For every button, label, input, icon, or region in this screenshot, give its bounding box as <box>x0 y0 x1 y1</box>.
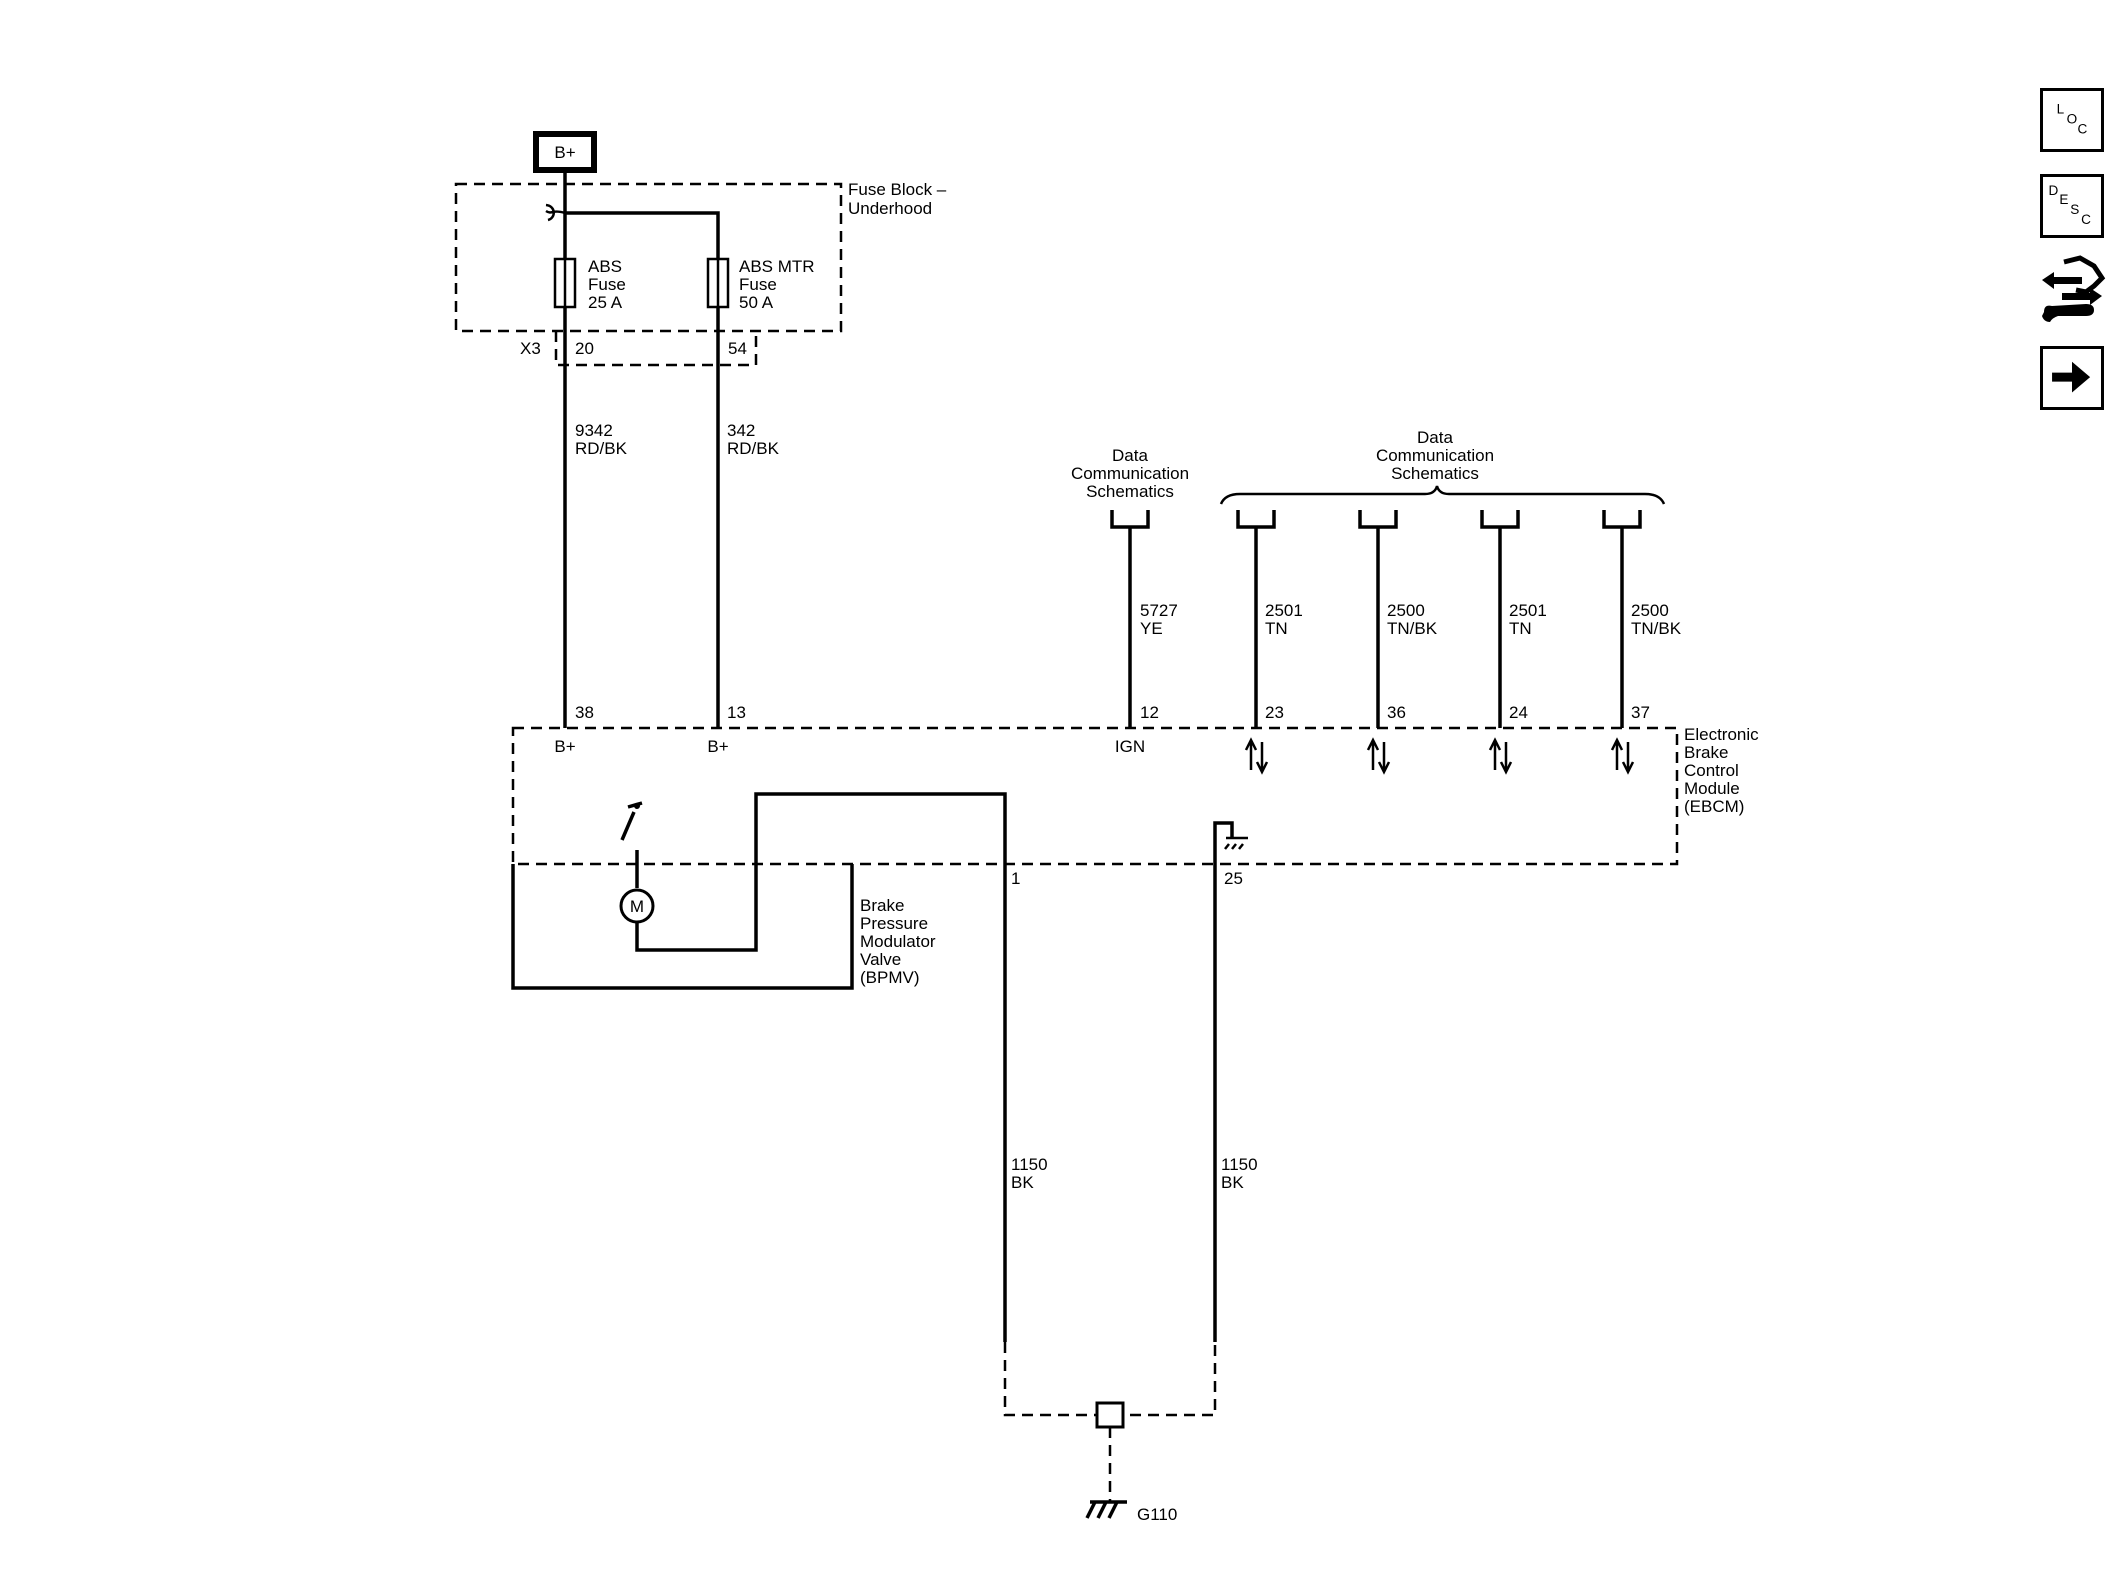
bpmv-line-2: Pressure <box>860 914 928 933</box>
loc-letter-l: L <box>2057 102 2065 117</box>
wire-4-circuit: 2501 <box>1265 601 1303 620</box>
pin-38-function: B+ <box>554 737 575 756</box>
fuse-2-pin: 54 <box>728 339 747 358</box>
bpmv-line-1: Brake <box>860 896 904 915</box>
motor-label: M <box>630 897 644 916</box>
ground-pin-25: 25 <box>1224 869 1243 888</box>
data-comm-ref-1-line-2: Communication <box>1071 464 1189 483</box>
pin-23: 23 <box>1265 703 1284 722</box>
wire-1-color: RD/BK <box>575 439 628 458</box>
wire-1-circuit: 9342 <box>575 421 613 440</box>
description-view-button[interactable]: D E S C <box>2040 174 2104 238</box>
ground-wire-2-circuit: 1150 <box>1221 1155 1258 1174</box>
fuse-1-line-2: Fuse <box>588 275 626 294</box>
desc-letter-s: S <box>2070 202 2079 217</box>
battery-b-plus-box: B+ <box>533 131 597 173</box>
location-view-button[interactable]: L O C <box>2040 88 2104 152</box>
data-comm-brace <box>1219 485 1666 505</box>
data-comm-ref-1-line-1: Data <box>1112 446 1148 465</box>
desc-letter-c: C <box>2081 212 2091 227</box>
chassis-ground-icon <box>1085 1500 1127 1519</box>
wire-2-circuit: 342 <box>727 421 755 440</box>
wire-3-circuit: 5727 <box>1140 601 1178 620</box>
ground-wire-1-circuit: 1150 <box>1011 1155 1048 1174</box>
ground-wire-2-color: BK <box>1221 1173 1244 1192</box>
ebcm-line-5: (EBCM) <box>1684 797 1744 816</box>
wire-5-color: TN/BK <box>1387 619 1438 638</box>
arrow-right-icon <box>2052 361 2091 393</box>
fuse-block-title-1: Fuse Block – <box>848 180 947 199</box>
pin-24: 24 <box>1509 703 1528 722</box>
internal-ground-icon <box>1224 836 1248 850</box>
ground-point-label: G110 <box>1137 1505 1177 1524</box>
bpmv-line-3: Modulator <box>860 932 936 951</box>
fuse-1-line-3: 25 A <box>588 293 623 312</box>
fuse-2-line-1: ABS MTR <box>739 257 815 276</box>
fuse-block-outline <box>454 182 843 333</box>
wire-pin-1 <box>635 792 1007 1342</box>
wire-3-color: YE <box>1140 619 1163 638</box>
ebcm-line-4: Module <box>1684 779 1740 798</box>
ebcm-module-outline <box>511 726 1679 866</box>
bpmv-outline <box>511 864 854 990</box>
ground-pin-1: 1 <box>1011 869 1020 888</box>
ebcm-line-1: Electronic <box>1684 725 1759 744</box>
pin-38: 38 <box>575 703 594 722</box>
wire-5-circuit: 2500 <box>1387 601 1425 620</box>
wire-7-circuit: 2500 <box>1631 601 1669 620</box>
wire-2-color: RD/BK <box>727 439 780 458</box>
pin-37: 37 <box>1631 703 1650 722</box>
desc-letter-d: D <box>2048 183 2058 198</box>
wire-6-color: TN <box>1509 619 1532 638</box>
next-page-button[interactable] <box>2040 346 2104 410</box>
wire-7-color: TN/BK <box>1631 619 1682 638</box>
fuse-1-line-1: ABS <box>588 257 622 276</box>
ground-splice-box <box>1095 1401 1125 1429</box>
wire-6-circuit: 2501 <box>1509 601 1547 620</box>
desc-letter-e: E <box>2059 192 2068 207</box>
ground-splice-outline <box>1003 1342 1217 1417</box>
connector-x3-label: X3 <box>520 339 541 358</box>
pin-13-function: B+ <box>707 737 728 756</box>
motor-relay-switch <box>620 801 643 888</box>
bpmv-line-5: (BPMV) <box>860 968 920 987</box>
ground-wire-1-color: BK <box>1011 1173 1034 1192</box>
ebcm-line-3: Control <box>1684 761 1739 780</box>
data-comm-ref-2-line-2: Communication <box>1376 446 1494 465</box>
pin-36: 36 <box>1387 703 1406 722</box>
fuse-2-line-3: 50 A <box>739 293 774 312</box>
wire-pin-25 <box>1213 821 1234 1342</box>
diagnostic-procedure-button[interactable] <box>2036 252 2108 332</box>
loc-icon: L O C <box>2057 102 2088 137</box>
ebcm-line-2: Brake <box>1684 743 1728 762</box>
data-comm-ref-1-line-3: Schematics <box>1086 482 1174 501</box>
pin-12: 12 <box>1140 703 1159 722</box>
fuse-block-title-2: Underhood <box>848 199 932 218</box>
data-comm-ref-2-line-3: Schematics <box>1391 464 1479 483</box>
connector-cups <box>1110 510 1642 529</box>
loc-letter-o: O <box>2067 112 2078 127</box>
pin-13: 13 <box>727 703 746 722</box>
battery-label: B+ <box>554 143 575 162</box>
desc-icon: D E S C <box>2048 183 2091 227</box>
pin-12-function: IGN <box>1115 737 1145 756</box>
wire-4-color: TN <box>1265 619 1288 638</box>
bpmv-line-4: Valve <box>860 950 901 969</box>
data-comm-ref-2-line-1: Data <box>1417 428 1453 447</box>
motor-icon: M <box>619 888 655 924</box>
fuse-2-line-2: Fuse <box>739 275 777 294</box>
bidirectional-arrows <box>1244 737 1635 775</box>
fuse-1-pin: 20 <box>575 339 594 358</box>
loc-letter-c: C <box>2077 122 2087 137</box>
wrench-hand-icon <box>2042 255 2106 322</box>
